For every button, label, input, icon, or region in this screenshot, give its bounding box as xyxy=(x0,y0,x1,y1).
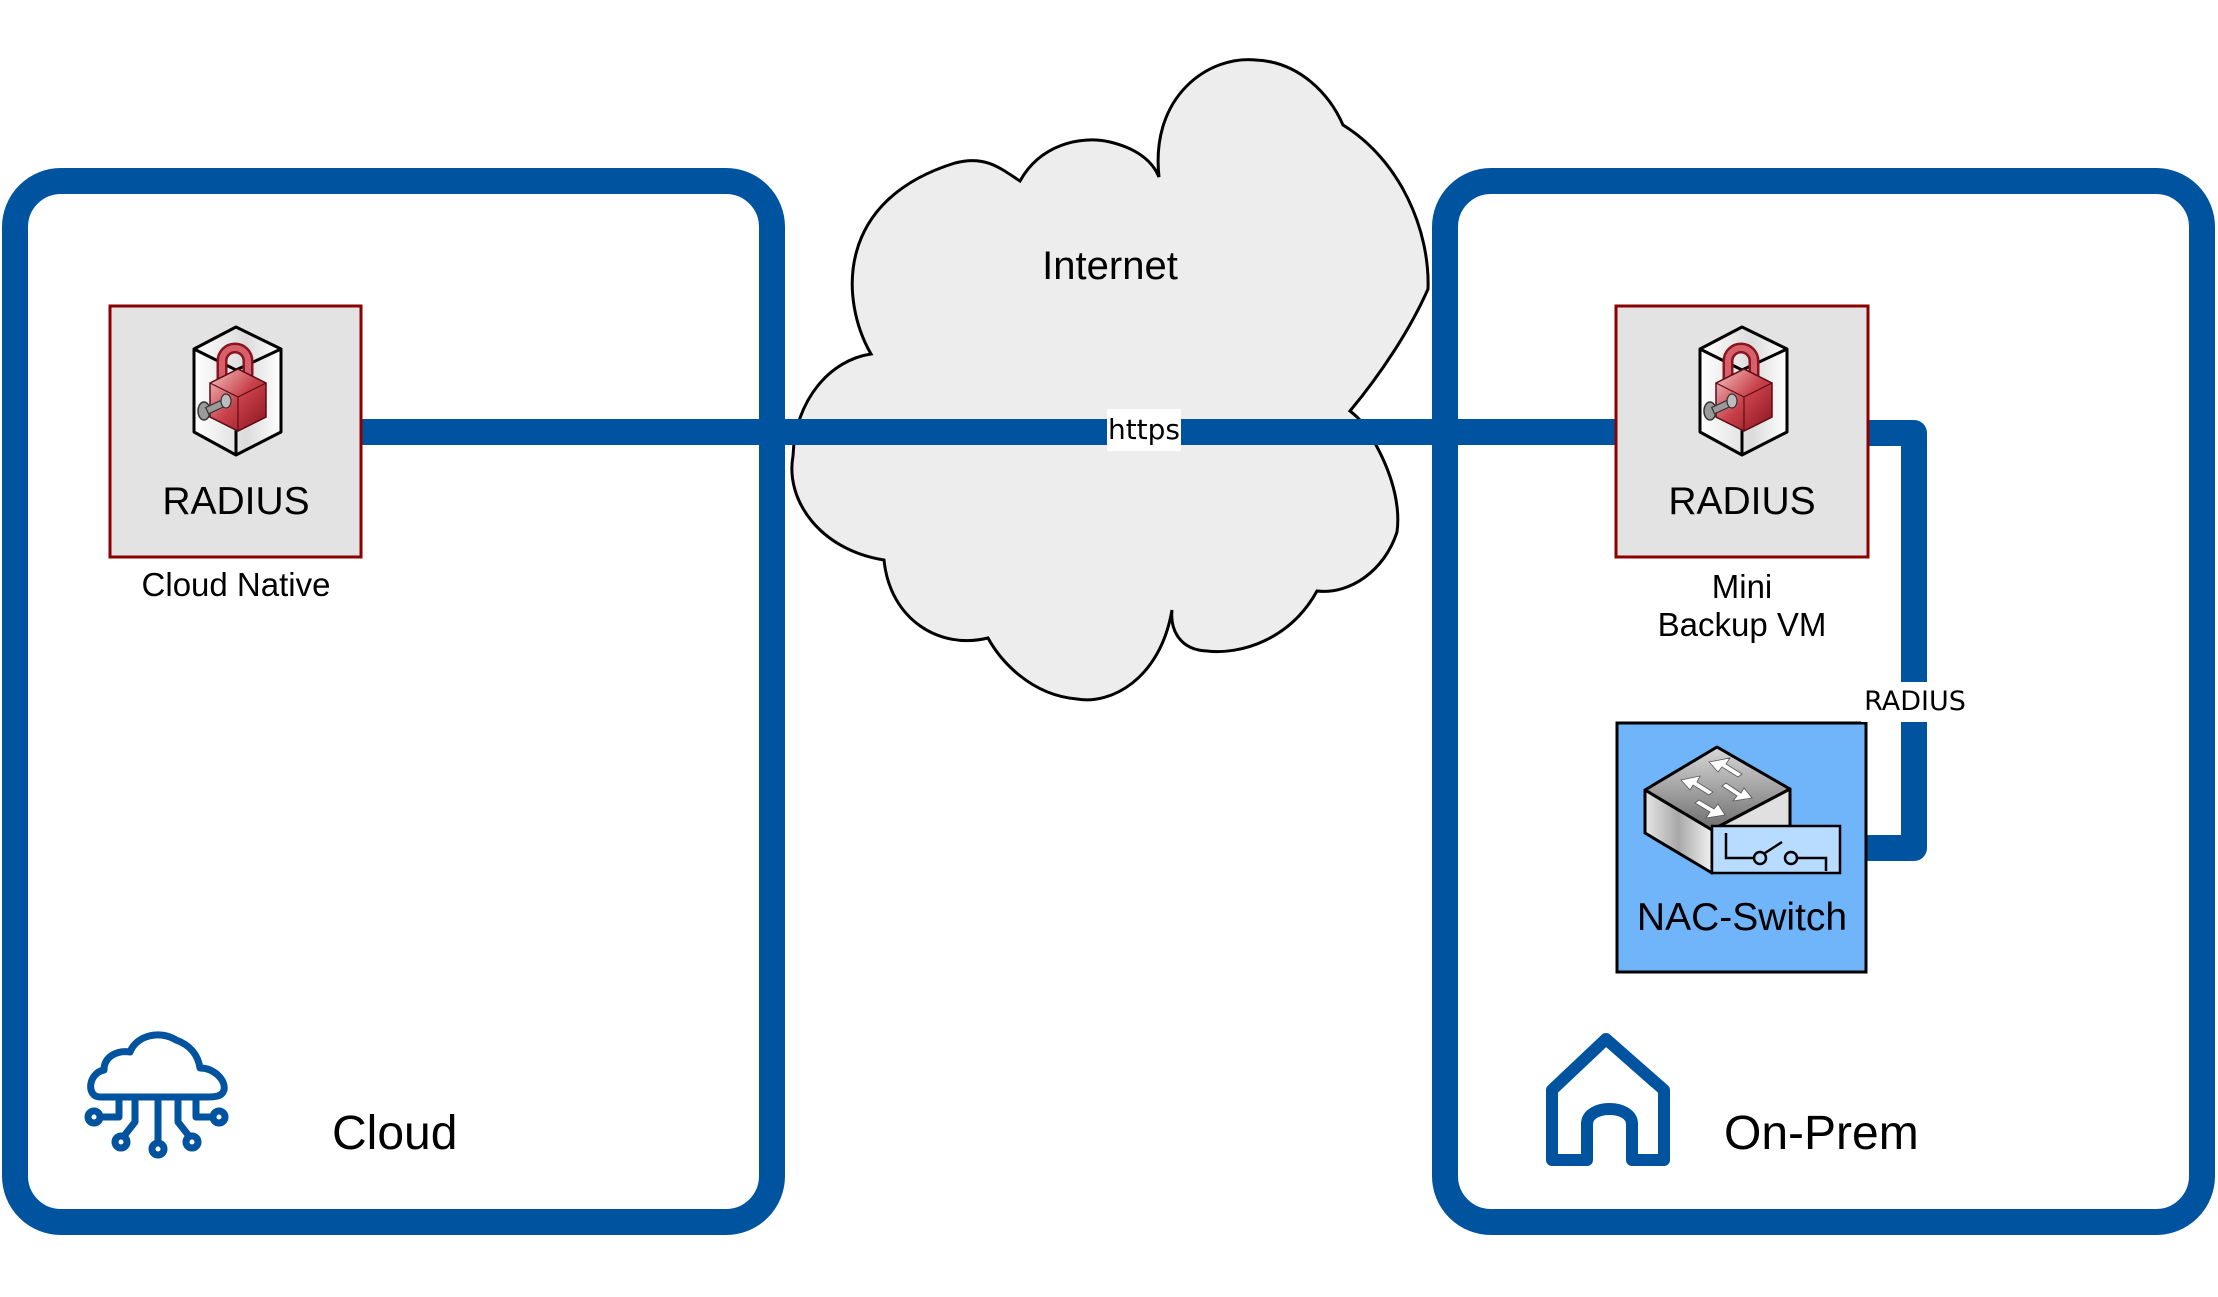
onprem-zone xyxy=(1432,168,2215,1235)
radius-cloud-caption: Cloud Native xyxy=(141,566,331,603)
radius-link xyxy=(1856,420,1927,861)
nac-switch-title: NAC-Switch xyxy=(1636,896,1848,939)
radius-backup-caption-line2: Backup VM xyxy=(1657,606,1827,643)
https-edge-label: https xyxy=(1107,409,1181,451)
house-icon xyxy=(1546,1033,1670,1166)
radius-edge-label: RADIUS xyxy=(1861,682,1969,722)
radius-cloud-title: RADIUS xyxy=(162,480,310,523)
radius-backup-node[interactable] xyxy=(1614,304,1870,559)
radius-lock-icon xyxy=(194,327,281,455)
onprem-zone-label: On-Prem xyxy=(1724,1107,1919,1160)
nac-switch-node[interactable] xyxy=(1615,721,1868,974)
internet-label: Internet xyxy=(1042,244,1178,288)
radius-lock-icon xyxy=(1700,327,1787,455)
internet-cloud-shape xyxy=(790,58,1430,702)
radius-cloud-node[interactable] xyxy=(108,304,363,559)
cloud-zone-label: Cloud xyxy=(332,1107,458,1160)
network-switch-icon xyxy=(1643,745,1842,875)
radius-backup-caption-line1: Mini xyxy=(1711,568,1773,605)
cloud-network-icon xyxy=(84,1031,229,1159)
cloud-zone xyxy=(2,168,785,1235)
radius-backup-title: RADIUS xyxy=(1668,480,1816,523)
